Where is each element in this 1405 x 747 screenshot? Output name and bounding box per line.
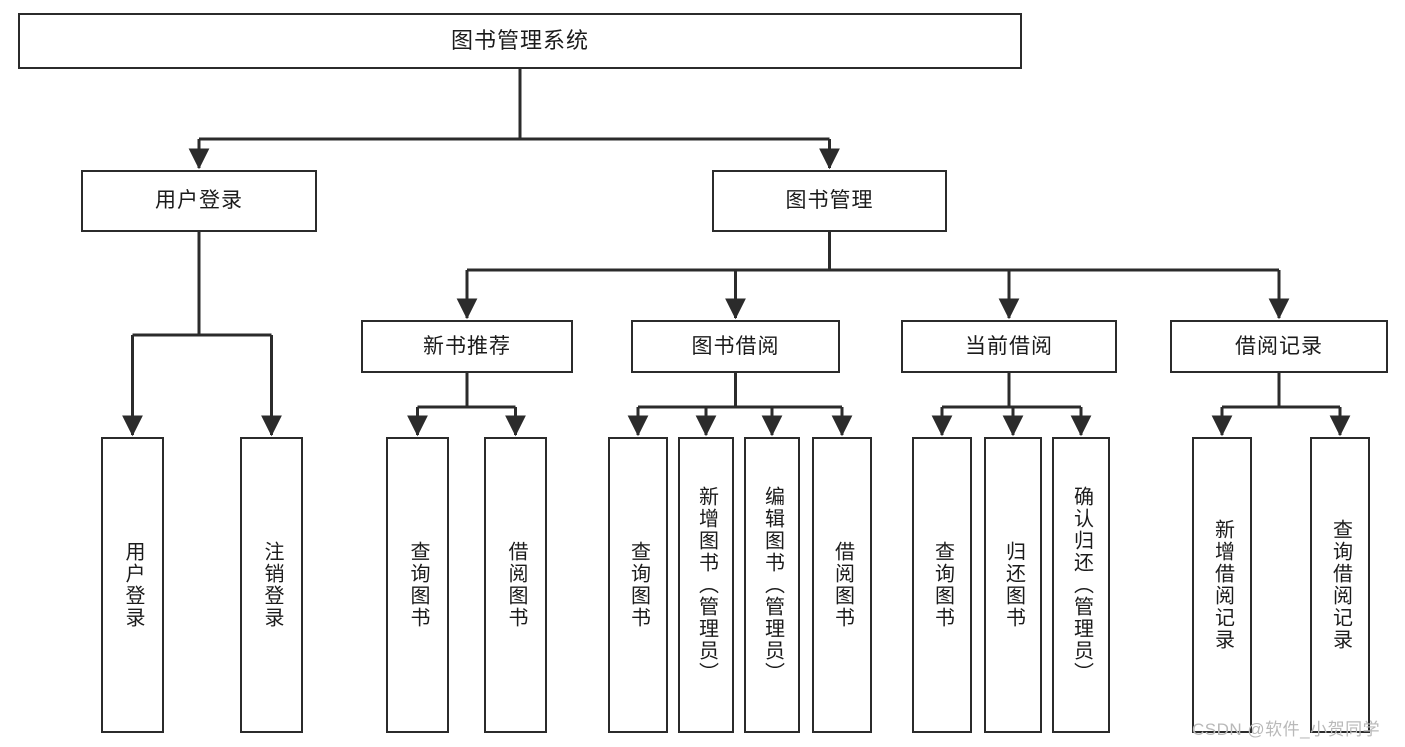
node-label: 查询图书 — [931, 541, 954, 629]
node-label: 用户登录 — [155, 189, 243, 213]
node-label: 当前借阅 — [965, 334, 1053, 358]
node-label: 查询图书 — [407, 541, 429, 629]
leaf-leaf-query-book-borrow[interactable]: 查询图书 — [608, 437, 668, 733]
node-label: 借阅记录 — [1235, 334, 1323, 358]
node-label: 图书管理 — [785, 189, 874, 213]
node-label: 注销登录 — [261, 541, 283, 629]
leaf-leaf-borrow-book-rec[interactable]: 借阅图书 — [484, 437, 547, 733]
leaf-leaf-query-record[interactable]: 查询借阅记录 — [1310, 437, 1370, 733]
node-label: 查询借阅记录 — [1329, 519, 1352, 651]
node-label: 新书推荐 — [423, 334, 511, 358]
node-book-manage[interactable]: 图书管理 — [712, 170, 947, 232]
node-label: 借阅图书 — [505, 541, 527, 629]
leaf-leaf-query-book-cur[interactable]: 查询图书 — [912, 437, 972, 733]
node-new-book-recommend[interactable]: 新书推荐 — [361, 320, 573, 373]
node-label: 归还图书 — [1002, 541, 1025, 629]
node-label: 确认归还（管理员） — [1070, 486, 1093, 684]
node-root[interactable]: 图书管理系统 — [18, 13, 1022, 69]
leaf-leaf-borrow-book[interactable]: 借阅图书 — [812, 437, 872, 733]
leaf-leaf-add-record[interactable]: 新增借阅记录 — [1192, 437, 1252, 733]
node-current-borrow[interactable]: 当前借阅 — [901, 320, 1117, 373]
node-label: 图书借阅 — [691, 334, 780, 358]
node-label: 编辑图书（管理员） — [761, 486, 784, 684]
leaf-leaf-edit-book-admin[interactable]: 编辑图书（管理员） — [744, 437, 800, 733]
node-label: 借阅图书 — [831, 541, 854, 629]
node-label: 用户登录 — [122, 541, 144, 629]
leaf-leaf-user-login[interactable]: 用户登录 — [101, 437, 164, 733]
node-borrow-record[interactable]: 借阅记录 — [1170, 320, 1388, 373]
leaf-leaf-confirm-return-admin[interactable]: 确认归还（管理员） — [1052, 437, 1110, 733]
leaf-leaf-logout[interactable]: 注销登录 — [240, 437, 303, 733]
leaf-leaf-query-book-rec[interactable]: 查询图书 — [386, 437, 449, 733]
node-user-login[interactable]: 用户登录 — [81, 170, 317, 232]
node-label: 查询图书 — [627, 541, 650, 629]
leaf-leaf-return-book[interactable]: 归还图书 — [984, 437, 1042, 733]
node-label: 新增图书（管理员） — [695, 486, 718, 684]
csdn-watermark: CSDN @软件_小贺同学 — [1192, 720, 1381, 739]
leaf-leaf-add-book-admin[interactable]: 新增图书（管理员） — [678, 437, 734, 733]
node-book-borrow[interactable]: 图书借阅 — [631, 320, 840, 373]
node-label: 新增借阅记录 — [1211, 519, 1234, 651]
node-label: 图书管理系统 — [450, 27, 589, 53]
